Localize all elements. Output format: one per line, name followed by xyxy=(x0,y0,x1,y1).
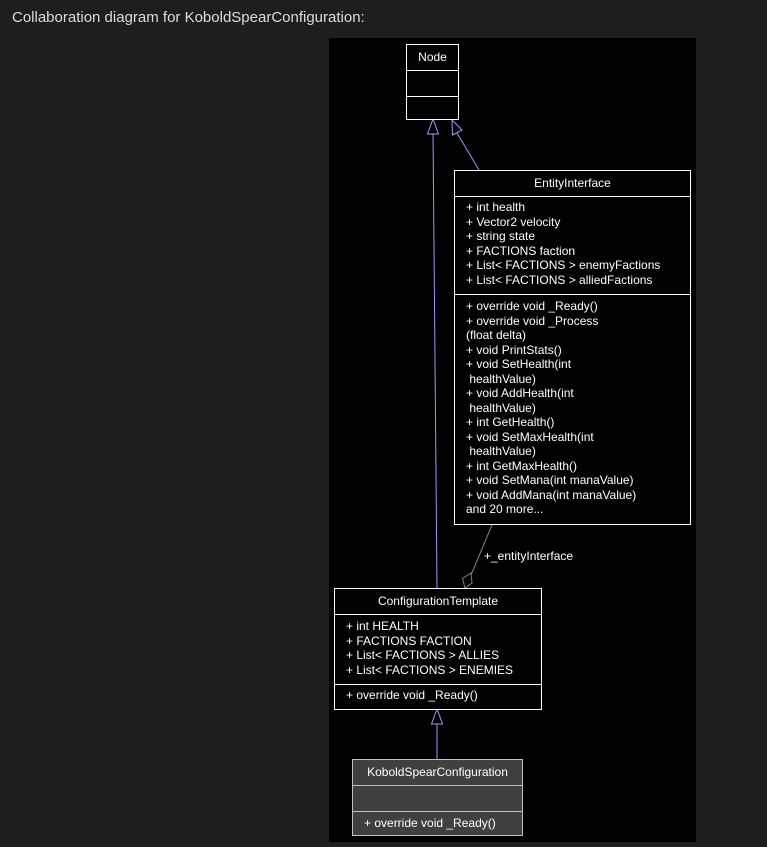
class-configurationtemplate[interactable]: ConfigurationTemplate + int HEALTH + FAC… xyxy=(334,588,542,710)
method: + void SetMaxHealth(int xyxy=(466,429,594,444)
class-koboldspearconfiguration-title-section: KoboldSpearConfiguration xyxy=(353,760,522,786)
method: healthValue) xyxy=(466,400,536,415)
class-koboldspearconfiguration-name: KoboldSpearConfiguration xyxy=(367,765,508,779)
attribute: + List< FACTIONS > ENEMIES xyxy=(346,662,514,677)
method: healthValue) xyxy=(466,444,536,458)
attribute: + FACTIONS FACTION xyxy=(346,633,472,648)
aggregation-diamond xyxy=(461,572,473,589)
attribute: + FACTIONS faction xyxy=(466,243,576,258)
page-heading: Collaboration diagram for KoboldSpearCon… xyxy=(12,9,365,26)
arrowhead-entityinterface-node xyxy=(451,118,463,136)
method: + override void _Ready() xyxy=(346,688,478,702)
method: + void AddMana(int manaValue) xyxy=(466,487,637,502)
class-node-title-section: Node xyxy=(407,45,458,71)
method: and 20 more... xyxy=(466,502,544,516)
attribute: + int HEALTH xyxy=(346,619,419,633)
attribute: + int health xyxy=(466,200,526,214)
method: + override void _Ready() xyxy=(466,299,598,313)
collaboration-diagram: +_entityInterface Node EntityInterface +… xyxy=(329,38,696,842)
method: (float delta) xyxy=(466,328,527,342)
class-koboldspearconfiguration-attributes xyxy=(353,786,522,812)
class-entityinterface-attributes: + int health + Vector2 velocity + string… xyxy=(455,197,690,295)
class-configurationtemplate-attributes: + int HEALTH + FACTIONS FACTION + List< … xyxy=(335,615,541,685)
class-entityinterface-title-section: EntityInterface xyxy=(455,171,690,197)
diagram-edges xyxy=(426,117,493,759)
edge-configurationtemplate-to-node xyxy=(432,132,438,589)
arrowhead-kobold-configurationtemplate xyxy=(430,707,444,725)
class-configurationtemplate-title-section: ConfigurationTemplate xyxy=(335,589,541,615)
class-node-attributes xyxy=(407,71,458,97)
method: + void AddHealth(int xyxy=(466,386,574,400)
class-node[interactable]: Node xyxy=(406,44,459,120)
method: healthValue) xyxy=(466,371,536,386)
class-configurationtemplate-methods: + override void _Ready() xyxy=(335,685,541,703)
attribute: + List< FACTIONS > alliedFactions xyxy=(466,272,653,287)
class-entityinterface-methods: + override void _Ready() + override void… xyxy=(455,295,690,517)
class-koboldspearconfiguration[interactable]: KoboldSpearConfiguration + override void… xyxy=(352,759,523,836)
edge-entityinterface-to-configurationtemplate xyxy=(470,524,493,576)
method: + override void _Ready() xyxy=(364,816,496,830)
method: + int GetHealth() xyxy=(466,415,555,429)
arrowhead-configurationtemplate-node xyxy=(426,117,440,135)
attribute: + string state xyxy=(466,229,536,243)
method: + void SetMana(int manaValue) xyxy=(466,473,634,487)
method: + override void _Process xyxy=(466,313,599,328)
class-configurationtemplate-name: ConfigurationTemplate xyxy=(377,594,499,608)
association-label: +_entityInterface xyxy=(484,549,574,563)
attribute: + List< FACTIONS > enemyFactions xyxy=(466,258,661,272)
class-entityinterface-name: EntityInterface xyxy=(534,176,611,190)
edge-entityinterface-to-node xyxy=(456,132,480,171)
method: + void PrintStats() xyxy=(466,342,562,357)
attribute: + List< FACTIONS > ALLIES xyxy=(346,648,500,662)
class-node-name: Node xyxy=(418,50,447,64)
method: + int GetMaxHealth() xyxy=(466,458,578,473)
class-koboldspearconfiguration-methods: + override void _Ready() xyxy=(353,812,522,831)
class-node-methods xyxy=(407,97,458,119)
class-entityinterface[interactable]: EntityInterface + int health + Vector2 v… xyxy=(454,170,691,525)
attribute: + Vector2 velocity xyxy=(466,214,561,229)
method: + void SetHealth(int xyxy=(466,357,572,371)
